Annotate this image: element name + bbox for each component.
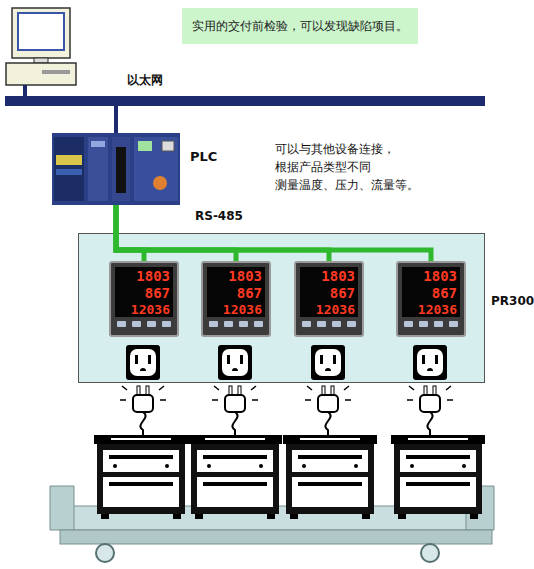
device-label: PR300 — [491, 294, 534, 308]
device-label: PLC — [190, 149, 217, 164]
meter-key — [434, 321, 443, 327]
note-text: 测量温度、压力、流量等。 — [275, 177, 419, 194]
meter-keys — [302, 321, 356, 329]
meter-display: 1803 867 12036 — [402, 267, 460, 317]
meter-key — [302, 321, 311, 327]
meter-display: 1803 867 12036 — [300, 267, 358, 317]
signal-name: RS-485 — [195, 209, 243, 223]
display-reading: 867 — [237, 286, 262, 300]
display-reading: 1803 — [136, 269, 170, 283]
meter-key — [449, 321, 458, 327]
note-text: 根据产品类型不同 — [275, 159, 371, 176]
meter-display: 1803 867 12036 — [115, 267, 173, 317]
meter-key — [419, 321, 428, 327]
display-reading: 12036 — [131, 303, 170, 316]
meter-keys — [117, 321, 171, 329]
meter-keys — [404, 321, 458, 329]
display-reading: 867 — [330, 286, 355, 300]
note-text: 可以与其他设备连接， — [275, 141, 395, 158]
meter-key — [132, 321, 141, 327]
pr300-meter: 1803 867 12036 — [109, 261, 179, 337]
display-reading: 12036 — [316, 303, 355, 316]
display-reading: 867 — [145, 286, 170, 300]
meter-key — [209, 321, 218, 327]
display-reading: 1803 — [228, 269, 262, 283]
pr300-meter: 1803 867 12036 — [201, 261, 271, 337]
note-text: 实用的交付前检验，可以发现缺陷项目。 — [192, 18, 408, 35]
meter-key — [332, 321, 341, 327]
display-reading: 12036 — [418, 303, 457, 316]
meter-key — [239, 321, 248, 327]
meter-panel: PR30018038671203618038671203618038671203… — [78, 233, 485, 383]
note-box: 实用的交付前检验，可以发现缺陷项目。 — [182, 8, 418, 44]
meter-display: 1803 867 12036 — [207, 267, 265, 317]
ethernet-drop — [114, 106, 118, 133]
display-reading: 12036 — [223, 303, 262, 316]
meter-key — [347, 321, 356, 327]
display-reading: 1803 — [423, 269, 457, 283]
meter-key — [317, 321, 326, 327]
display-reading: 1803 — [321, 269, 355, 283]
pr300-meter: 1803 867 12036 — [396, 261, 466, 337]
display-reading: 867 — [432, 286, 457, 300]
pr300-meter: 1803 867 12036 — [294, 261, 364, 337]
meter-key — [162, 321, 171, 327]
meter-keys — [209, 321, 263, 329]
network-label: 以太网 — [127, 72, 163, 89]
meter-key — [147, 321, 156, 327]
meter-key — [254, 321, 263, 327]
meter-key — [224, 321, 233, 327]
meter-key — [404, 321, 413, 327]
meter-key — [117, 321, 126, 327]
plc-illustration — [52, 133, 180, 205]
ethernet-bus: 以太网 — [5, 96, 485, 106]
plc-unit: PLC — [52, 133, 180, 205]
